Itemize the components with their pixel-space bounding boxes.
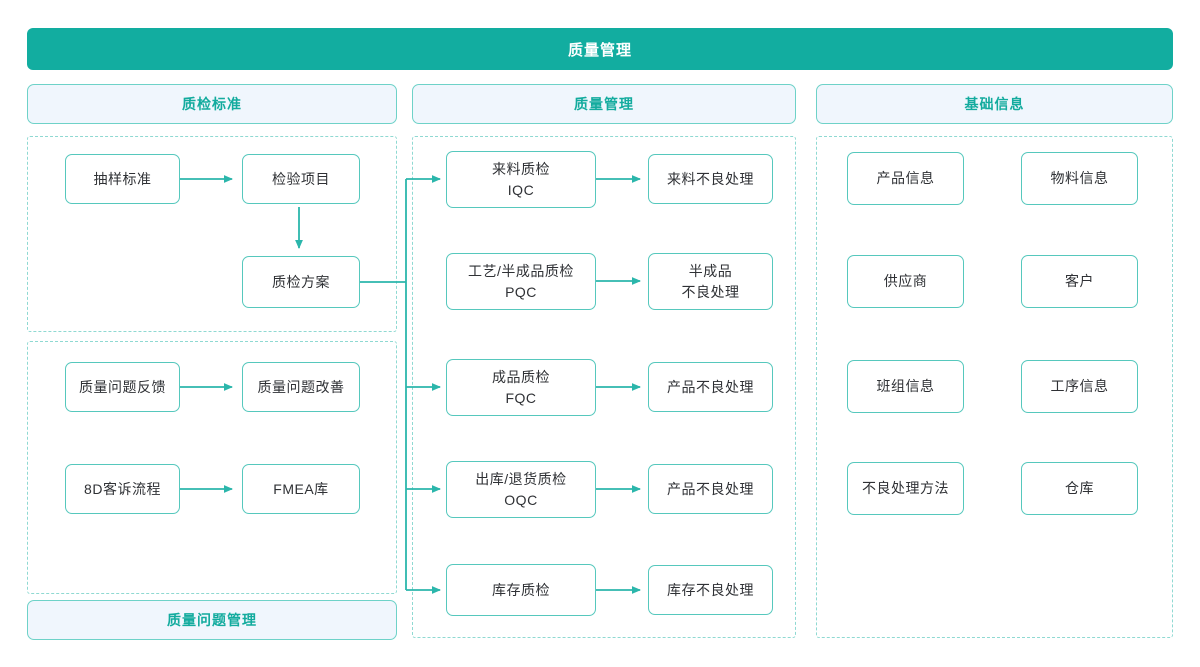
panel-basic-info [816,136,1173,638]
node-quality-issue-feedback[interactable]: 质量问题反馈 [65,362,180,412]
column-header-basic-info[interactable]: 基础信息 [816,84,1173,124]
panel-qc-standard [27,136,397,332]
node-supplier[interactable]: 供应商 [847,255,964,308]
node-stock-defect-handling[interactable]: 库存不良处理 [648,565,773,615]
node-oqc-defect-handling[interactable]: 产品不良处理 [648,464,773,514]
node-customer[interactable]: 客户 [1021,255,1138,308]
node-fqc[interactable]: 成品质检 FQC [446,359,596,416]
page-title-banner: 质量管理 [27,28,1173,70]
column-header-label: 质检标准 [182,96,242,112]
column-header-quality-mgmt[interactable]: 质量管理 [412,84,796,124]
node-fmea-library[interactable]: FMEA库 [242,464,360,514]
node-pqc-defect-handling[interactable]: 半成品 不良处理 [648,253,773,310]
node-quality-issue-improvement[interactable]: 质量问题改善 [242,362,360,412]
footer-quality-issue-management[interactable]: 质量问题管理 [27,600,397,640]
node-iqc-defect-handling[interactable]: 来料不良处理 [648,154,773,204]
node-8d-complaint-process[interactable]: 8D客诉流程 [65,464,180,514]
node-iqc[interactable]: 来料质检 IQC [446,151,596,208]
node-stock-qc[interactable]: 库存质检 [446,564,596,616]
node-process-info[interactable]: 工序信息 [1021,360,1138,413]
panel-quality-issue [27,341,397,594]
node-sampling-standard[interactable]: 抽样标准 [65,154,180,204]
footer-label: 质量问题管理 [167,612,257,628]
column-header-label: 质量管理 [574,96,634,112]
node-material-info[interactable]: 物料信息 [1021,152,1138,205]
node-oqc[interactable]: 出库/退货质检 OQC [446,461,596,518]
node-qc-plan[interactable]: 质检方案 [242,256,360,308]
node-product-info[interactable]: 产品信息 [847,152,964,205]
page-title: 质量管理 [567,41,632,59]
node-defect-handling-method[interactable]: 不良处理方法 [847,462,964,515]
node-inspection-item[interactable]: 检验项目 [242,154,360,204]
node-warehouse[interactable]: 仓库 [1021,462,1138,515]
node-fqc-defect-handling[interactable]: 产品不良处理 [648,362,773,412]
node-pqc[interactable]: 工艺/半成品质检 PQC [446,253,596,310]
column-header-qc-standard[interactable]: 质检标准 [27,84,397,124]
node-team-info[interactable]: 班组信息 [847,360,964,413]
column-header-label: 基础信息 [964,96,1025,112]
